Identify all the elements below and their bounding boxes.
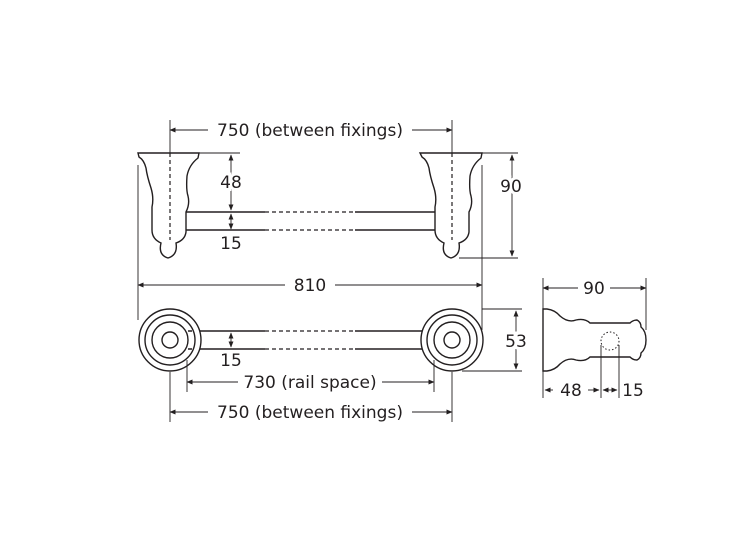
plan-view: 15 53 730 (rail space) 750 (between fixi…: [138, 308, 530, 423]
right-rosette: [420, 308, 484, 372]
side-bracket-outline: [542, 308, 647, 372]
front-rail-left-segment: [186, 211, 265, 231]
right-bracket-outline: [418, 152, 483, 259]
left-bracket-outline: [137, 152, 200, 259]
top-between-fixings-label: 750 (between fixings): [217, 121, 403, 141]
rail-space-dimension: 730 (rail space): [186, 360, 435, 393]
side-rail-section: [600, 331, 620, 351]
plan-depth-53-label: 53: [505, 332, 527, 352]
front-rail-right-segment: [355, 211, 435, 231]
front-rail-break: [265, 211, 355, 231]
side-48-label: 48: [560, 381, 582, 401]
left-rosette: [138, 308, 202, 372]
total-height-dimension: 90: [459, 152, 525, 259]
side-offset-dimension: 48 15: [542, 345, 644, 401]
bottom-between-fixings-label: 750 (between fixings): [217, 403, 403, 423]
side-elevation-view: 90 48 15: [542, 278, 647, 401]
rail-space-730-label: 730 (rail space): [243, 373, 376, 393]
side-depth-dimension: 90: [542, 278, 647, 330]
bracket-height-dimension: 48 15: [199, 152, 245, 254]
bracket-height-48-label: 48: [220, 173, 242, 193]
top-between-fixings-dimension: 750 (between fixings): [169, 120, 453, 153]
overall-length-810-label: 810: [294, 276, 326, 296]
total-height-90-label: 90: [500, 177, 522, 197]
plan-depth-dimension: 53: [462, 308, 530, 372]
bottom-between-fixings-dimension: 750 (between fixings): [169, 372, 453, 423]
front-elevation-view: 750 (between fixings) 48 15 90: [137, 120, 525, 259]
plan-rail-15-label: 15: [220, 351, 242, 371]
side-depth-90-label: 90: [583, 279, 605, 299]
front-rail-15-label: 15: [220, 234, 242, 254]
side-15-label: 15: [622, 381, 644, 401]
plan-rail-break: [265, 330, 355, 350]
overall-length-dimension: 810: [137, 165, 483, 330]
